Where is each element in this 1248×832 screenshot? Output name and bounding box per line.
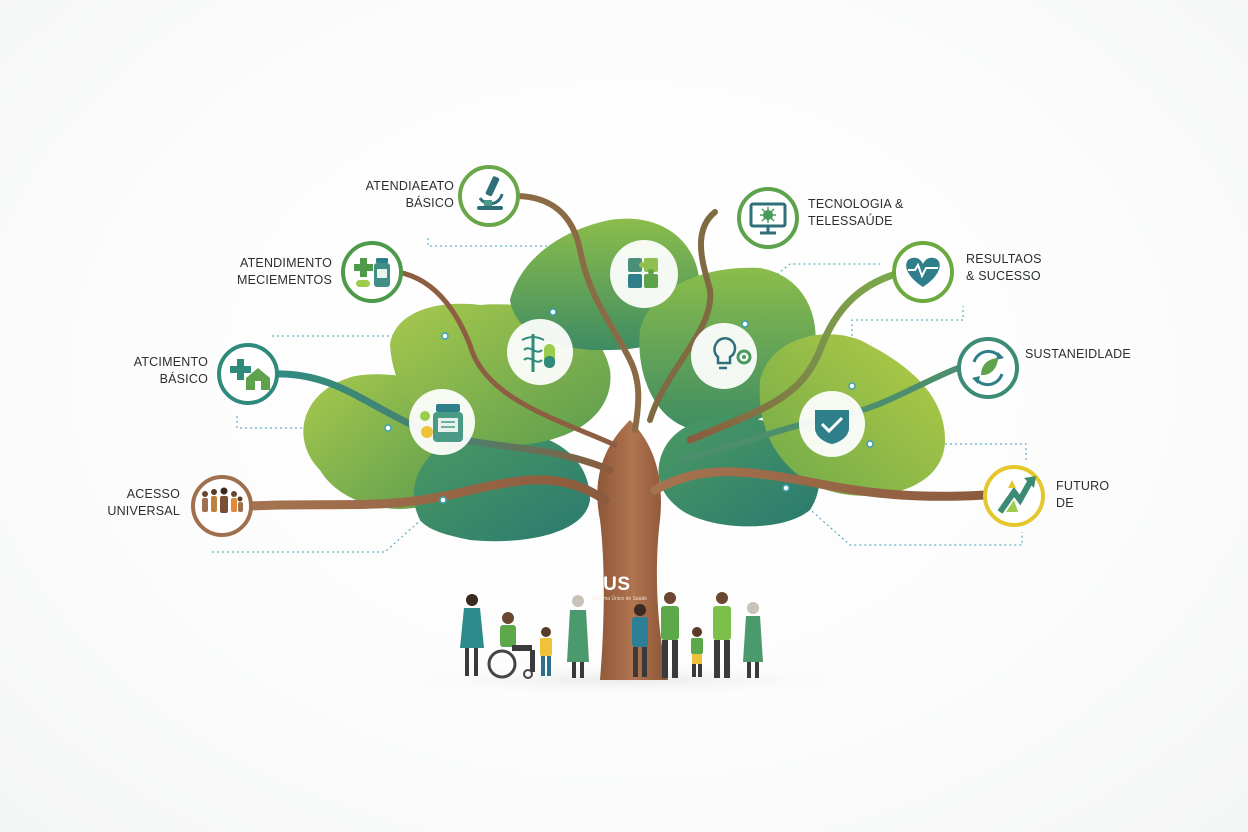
people-group <box>460 592 763 679</box>
label-futuro: FUTURO DE <box>1056 479 1110 510</box>
sus-logo: SUS <box>590 574 631 595</box>
shield-check-icon <box>799 391 865 457</box>
sus-logo-subtitle: Sistema Único de Saúde <box>592 596 648 602</box>
label-atendimento-basico-left: ATCIMENTO BÁSICO <box>133 355 208 386</box>
man-right <box>713 592 731 678</box>
tree-trunk <box>597 420 668 680</box>
child-left <box>540 627 552 676</box>
node-acesso-universal[interactable] <box>191 475 253 537</box>
medicine-bottle-icon <box>354 258 390 287</box>
man-green <box>661 592 679 678</box>
node-resultados[interactable] <box>892 241 954 303</box>
person-woman-left <box>460 594 484 676</box>
node-futuro[interactable] <box>983 465 1045 527</box>
monitor-virus-icon <box>749 202 787 235</box>
node-atendimento-medicamentos[interactable] <box>341 241 403 303</box>
lightbulb-gear-icon <box>691 323 757 389</box>
node-sustentabilidade[interactable] <box>957 337 1019 399</box>
wheelchair-person <box>487 612 535 679</box>
microscope-icon <box>477 176 504 210</box>
label-atendimento-basico-top: ATENDIAEATO BÁSICO <box>365 179 454 210</box>
connector-dots <box>384 308 874 504</box>
elderly-right <box>743 602 763 678</box>
growth-arrow-icon <box>997 476 1036 514</box>
caduceus-capsule-icon <box>507 319 573 385</box>
node-tecnologia[interactable] <box>737 187 799 249</box>
label-resultados: RESULTAOS & SUCESSO <box>966 252 1042 283</box>
elderly-woman <box>567 595 589 678</box>
label-acesso-universal: ACESSO UNIVERSAL <box>107 487 180 518</box>
puzzle-icon <box>610 240 678 308</box>
heart-pulse-icon <box>906 257 940 287</box>
node-atendimento-basico-top[interactable] <box>458 165 520 227</box>
label-tecnologia: TECNOLOGIA & TELESSAÚDE <box>808 197 904 228</box>
label-atendimento-medicamentos: ATENDIMENTO MECIEMENTOS <box>236 256 332 287</box>
label-sustentabilidade: SUSTANEIDLADE <box>1025 347 1131 361</box>
node-atendimento-basico-left[interactable] <box>217 343 279 405</box>
outer-nodes <box>191 165 1045 537</box>
canopy-icons <box>409 240 865 457</box>
man-teal <box>632 604 648 677</box>
clinic-plus-icon <box>230 359 270 390</box>
pill-bottle-icon <box>409 389 475 455</box>
child-right <box>691 627 703 677</box>
family-group-icon <box>202 487 243 513</box>
recycle-leaf-icon <box>972 349 1004 387</box>
